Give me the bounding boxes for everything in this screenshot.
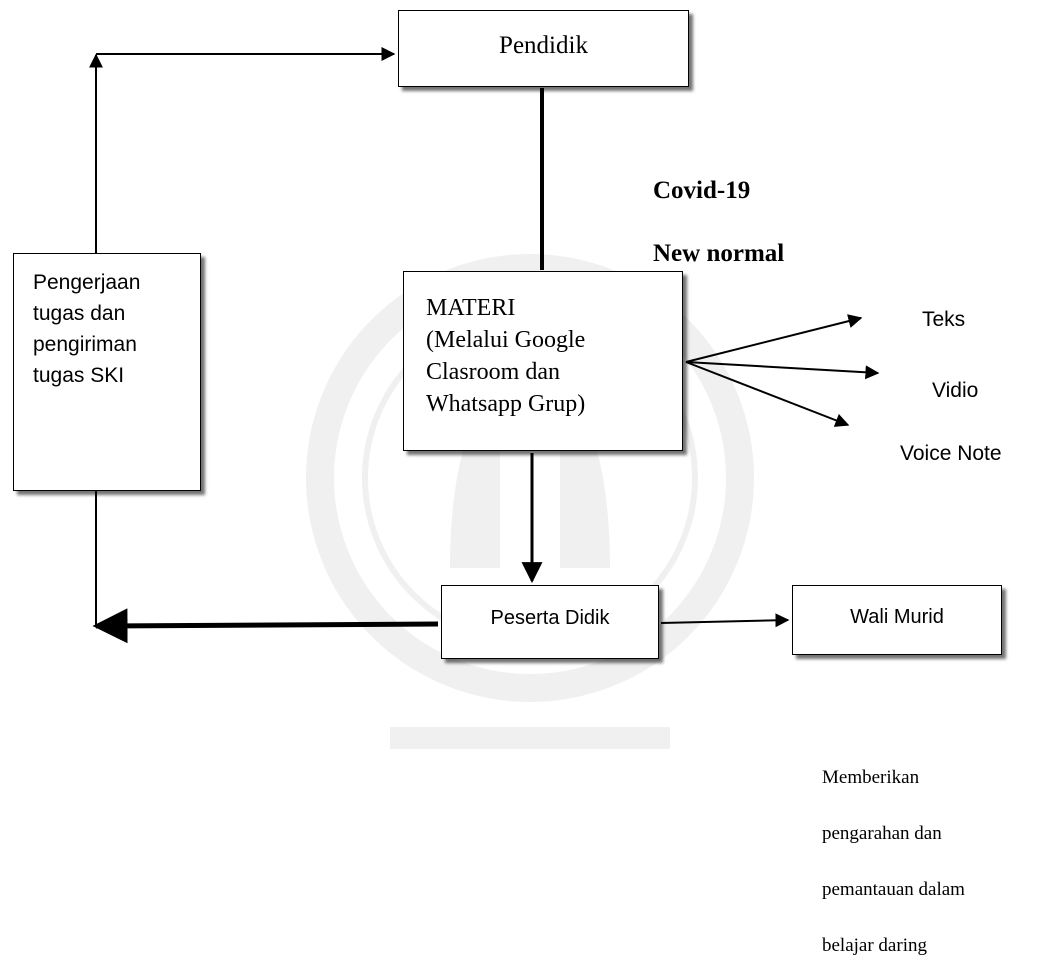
node-pengerjaan-text: Pengerjaan tugas dan pengiriman tugas SK…	[33, 267, 140, 391]
wali-description-line: Memberikan	[822, 767, 920, 788]
arrow-peserta-to-left	[92, 608, 439, 644]
wali-description-line: belajar daring	[822, 935, 927, 956]
node-pendidik-label: Pendidik	[499, 32, 588, 59]
node-materi-line: MATERI	[426, 295, 516, 321]
note-new-normal: New normal	[653, 240, 785, 267]
node-wali-murid: Wali Murid	[792, 585, 1002, 655]
node-pengerjaan-line: tugas dan	[33, 302, 126, 325]
output-voice-note: Voice Note	[900, 442, 1002, 465]
output-vidio: Vidio	[932, 379, 979, 402]
node-pengerjaan-line: pengiriman	[33, 333, 137, 356]
note-covid: Covid-19	[653, 177, 751, 204]
wali-description-line: pengarahan dan	[822, 823, 942, 844]
node-materi-line: Clasroom dan	[426, 359, 560, 385]
output-teks: Teks	[922, 308, 966, 331]
node-pengerjaan-line: Pengerjaan	[33, 271, 141, 294]
node-pengerjaan-line: tugas SKI	[33, 364, 125, 387]
arrow-peserta-to-wali	[660, 613, 790, 628]
arrow-to-teks	[685, 314, 863, 363]
arrow-to-vidio	[685, 361, 880, 380]
wali-description: Memberikan pengarahan dan pemantauan dal…	[822, 750, 965, 974]
node-materi: MATERI (Melalui Google Clasroom dan What…	[403, 271, 683, 451]
node-materi-line: Whatsapp Grup)	[426, 391, 586, 417]
wali-description-line: pemantauan dalam	[822, 879, 965, 900]
node-materi-text: MATERI (Melalui Google Clasroom dan What…	[426, 292, 585, 420]
node-materi-line: (Melalui Google	[426, 327, 586, 353]
node-pengerjaan-tugas: Pengerjaan tugas dan pengiriman tugas SK…	[13, 253, 201, 491]
node-pendidik: Pendidik	[398, 10, 689, 87]
arrow-to-voice-note	[685, 361, 850, 427]
node-wali-label: Wali Murid	[850, 606, 944, 628]
node-peserta-label: Peserta Didik	[490, 607, 610, 629]
node-peserta-didik: Peserta Didik	[441, 585, 659, 659]
